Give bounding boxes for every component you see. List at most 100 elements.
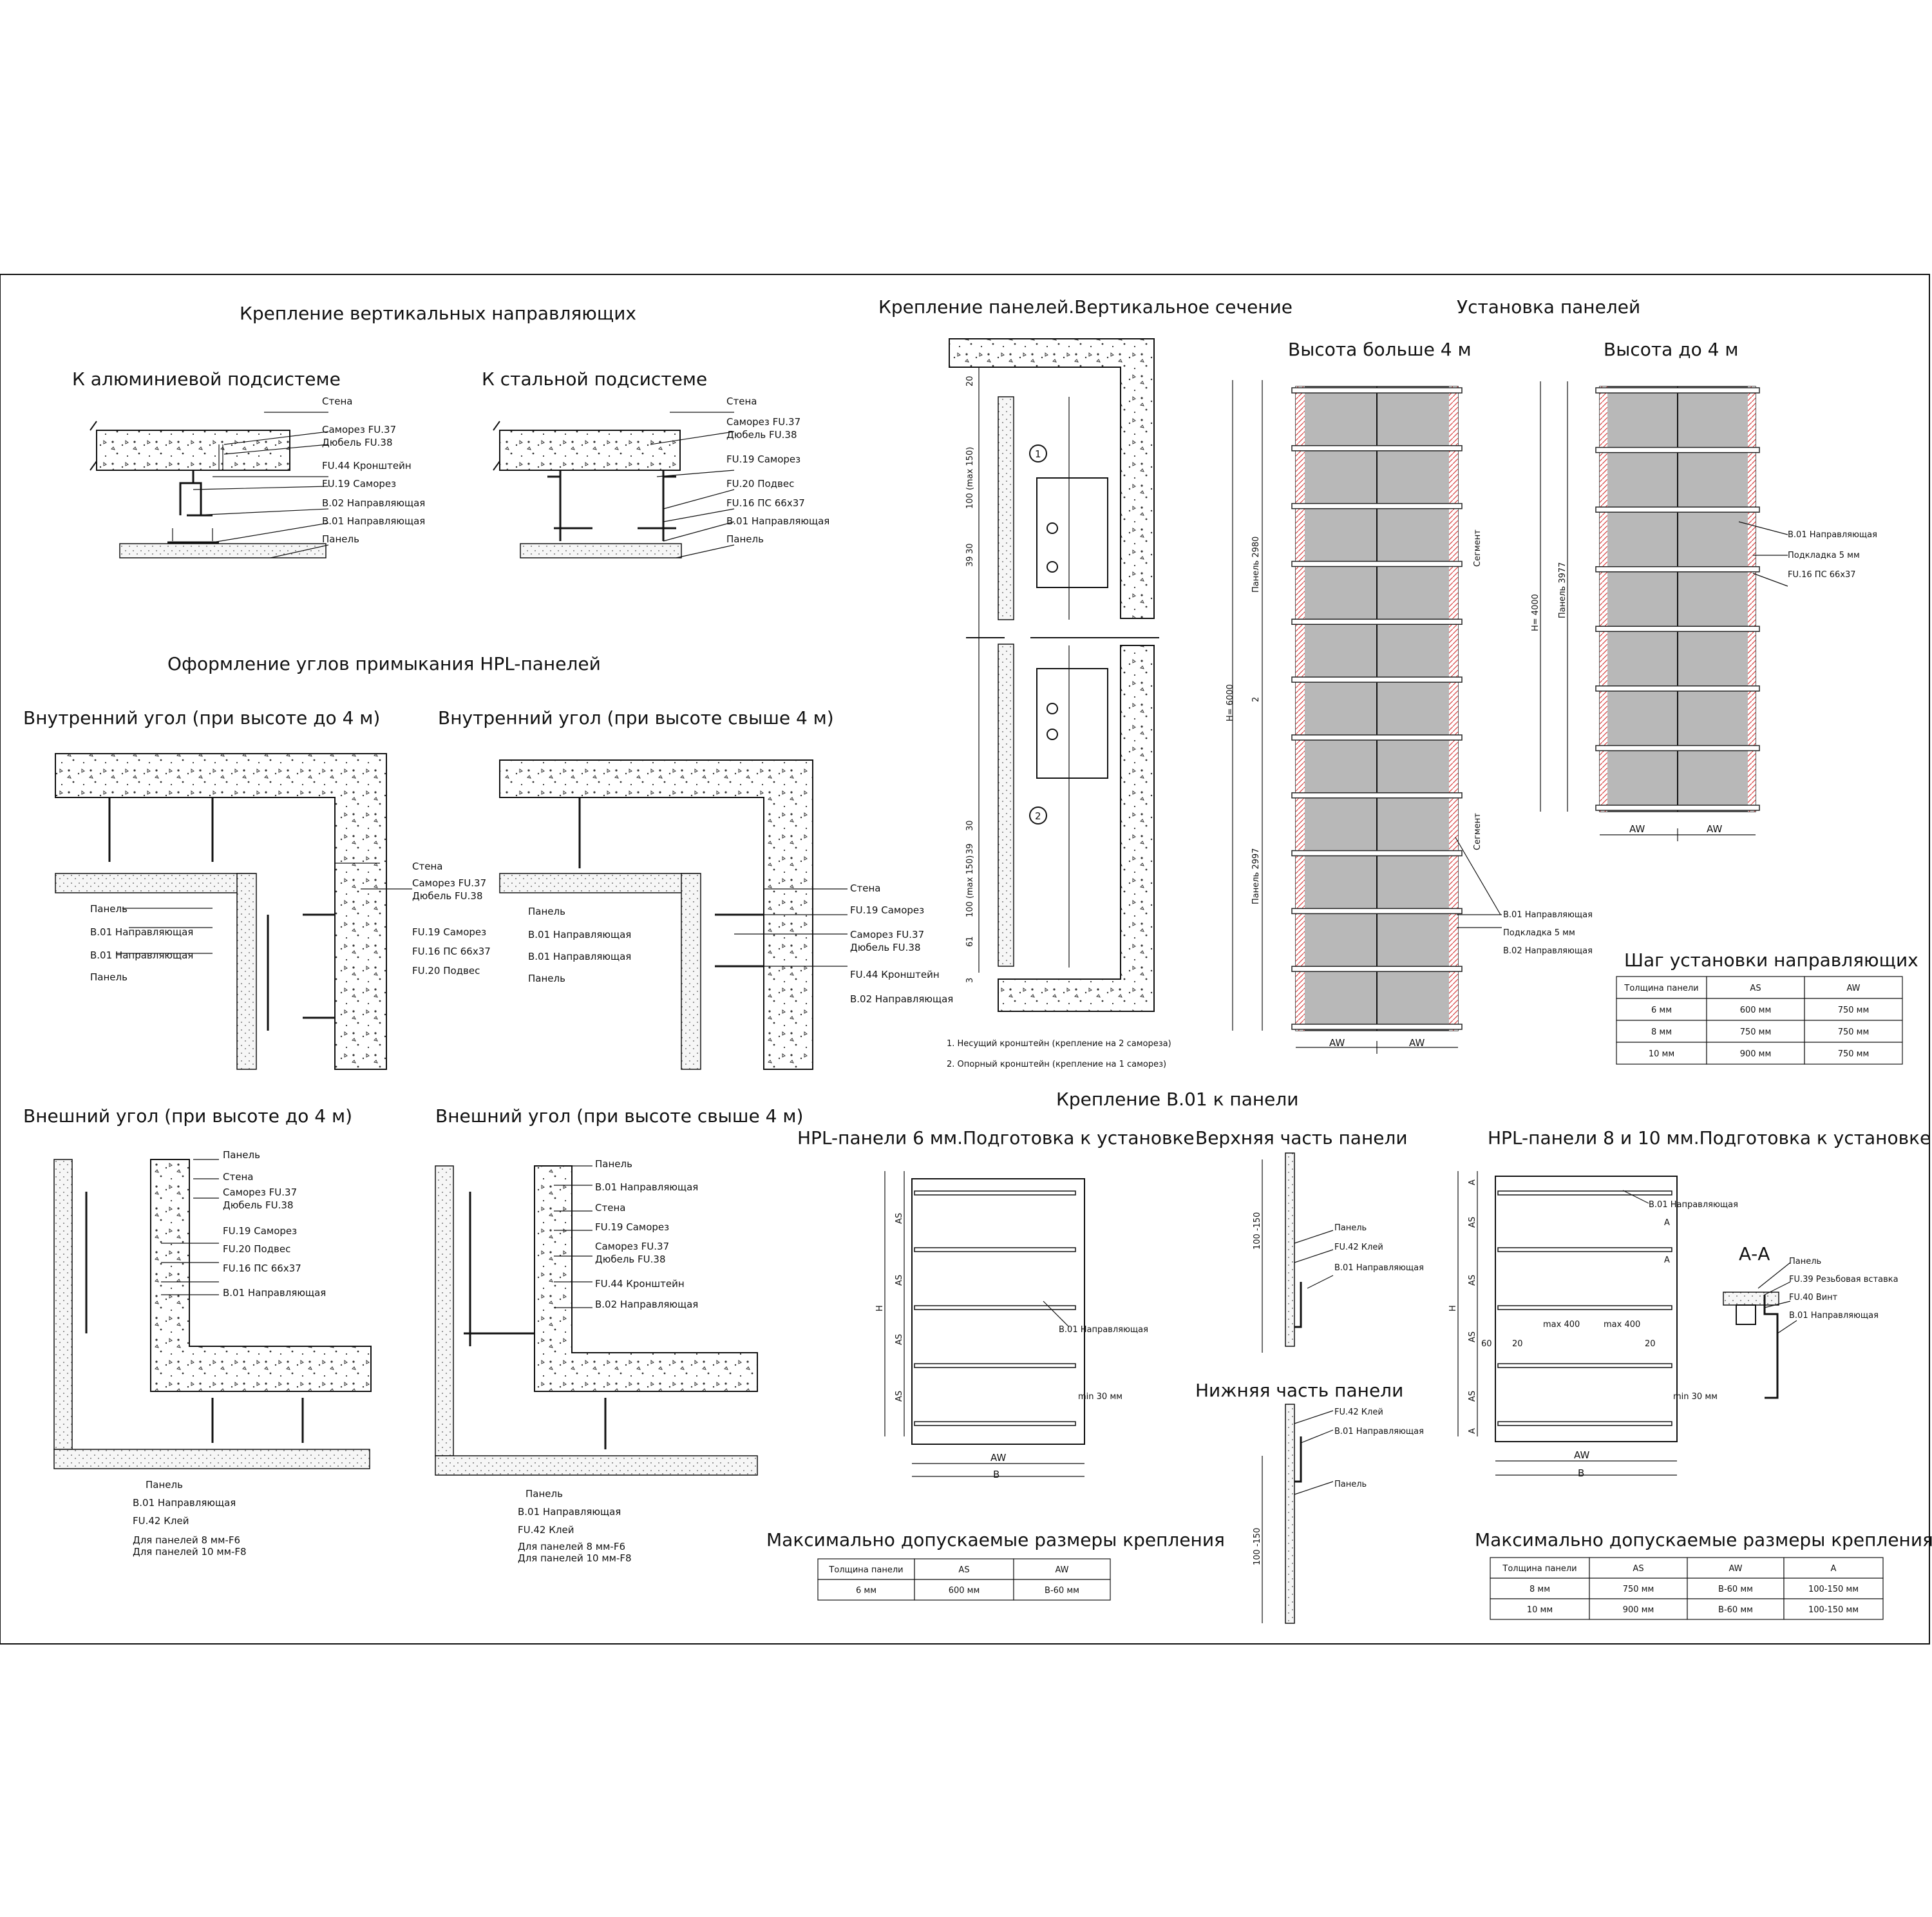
svg-text:Стена: Стена xyxy=(595,1202,625,1214)
detail-inner-corner-low: Стена Саморез FU.37 Дюбель FU.38 FU.19 С… xyxy=(55,753,491,1070)
svg-text:В.02 Направляющая: В.02 Направляющая xyxy=(850,993,953,1005)
title-max2: Максимально допускаемые размеры креплени… xyxy=(1475,1529,1932,1550)
svg-text:Панель: Панель xyxy=(1789,1257,1821,1266)
svg-text:100 -150: 100 -150 xyxy=(1253,1212,1262,1250)
guide-rail xyxy=(1595,685,1760,692)
svg-text:В.01 Направляющая: В.01 Направляющая xyxy=(1788,530,1877,540)
svg-text:Дюбель FU.38: Дюбель FU.38 xyxy=(850,942,920,953)
svg-text:2. Опорный кронштейн (крепле: 2. Опорный кронштейн (крепление на 1 сам… xyxy=(947,1060,1166,1069)
svg-text:B: B xyxy=(1578,1467,1584,1479)
svg-text:Панель: Панель xyxy=(223,1149,260,1161)
svg-text:FU.42 Клей: FU.42 Клей xyxy=(1334,1243,1383,1252)
svg-text:Саморез FU.37: Саморез FU.37 xyxy=(595,1241,669,1252)
svg-text:3: 3 xyxy=(965,978,975,983)
svg-text:Дюбель FU.38: Дюбель FU.38 xyxy=(322,437,392,448)
table-cell-text: 600 мм xyxy=(949,1586,980,1596)
svg-text:Подкладка 5 мм: Подкладка 5 мм xyxy=(1788,551,1860,560)
table-cell-text: 750 мм xyxy=(1838,1006,1870,1015)
svg-text:AW: AW xyxy=(1409,1037,1425,1049)
svg-text:FU.16 ПС 66х37: FU.16 ПС 66х37 xyxy=(1788,570,1856,580)
svg-text:В.01 Направляющая: В.01 Направляющая xyxy=(726,515,829,527)
svg-text:Панель: Панель xyxy=(146,1479,183,1491)
svg-text:max 400: max 400 xyxy=(1543,1320,1580,1330)
svg-text:Для панелей 10 мм-F8: Для панелей 10 мм-F8 xyxy=(133,1546,247,1558)
svg-text:Панель 3977: Панель 3977 xyxy=(1558,562,1567,618)
svg-text:AW: AW xyxy=(990,1452,1006,1464)
svg-text:В.01 Направляющая: В.01 Направляющая xyxy=(1059,1325,1148,1335)
svg-text:20: 20 xyxy=(1645,1339,1656,1349)
table-cell-text: A xyxy=(1831,1564,1837,1574)
table-cell xyxy=(1804,1020,1903,1043)
svg-text:FU.40 Винт: FU.40 Винт xyxy=(1789,1293,1838,1302)
svg-text:В.01 Направляющая: В.01 Направляющая xyxy=(1649,1200,1738,1210)
title-aa: А-А xyxy=(1739,1243,1770,1264)
b01-rail xyxy=(1497,1421,1672,1426)
title-over4: Высота больше 4 м xyxy=(1288,339,1472,360)
svg-text:Стена: Стена xyxy=(726,396,757,407)
guide-rail xyxy=(1291,676,1463,683)
svg-text:В.02 Направляющая: В.02 Направляющая xyxy=(595,1299,698,1310)
guide-rail xyxy=(1595,745,1760,752)
svg-text:FU.20 Подвес: FU.20 Подвес xyxy=(223,1243,290,1255)
title-hpl6: HPL-панели 6 мм.Подготовка к установке xyxy=(797,1127,1195,1149)
svg-text:Панель 2980: Панель 2980 xyxy=(1251,537,1261,593)
svg-text:FU.19 Саморез: FU.19 Саморез xyxy=(595,1221,669,1233)
svg-text:100 (max 150): 100 (max 150) xyxy=(965,855,975,917)
guide-rail xyxy=(1595,625,1760,633)
svg-text:1. Несущий кронштейн (крепле: 1. Несущий кронштейн (крепление на 2 сам… xyxy=(947,1039,1171,1049)
guide-rail xyxy=(1595,506,1760,513)
svg-text:FU.19 Саморез: FU.19 Саморез xyxy=(223,1225,297,1237)
guide-rail xyxy=(1291,560,1463,567)
svg-text:В.01 Направляющая: В.01 Направляющая xyxy=(90,949,193,961)
title-alu: К алюминиевой подсистеме xyxy=(72,368,341,390)
svg-text:В.01 Направляющая: В.01 Направляющая xyxy=(1503,910,1593,920)
b01-rail xyxy=(1497,1363,1672,1368)
guide-rail xyxy=(1291,908,1463,915)
svg-text:min 30 мм: min 30 мм xyxy=(1673,1392,1718,1402)
guide-rail xyxy=(1291,966,1463,972)
detail-outer-corner-high: Панель В.01 Направляющая Стена FU.19 Сам… xyxy=(435,1158,758,1564)
svg-text:100 -150: 100 -150 xyxy=(1253,1528,1262,1565)
svg-text:FU.39 Резьбовая вставка: FU.39 Резьбовая вставка xyxy=(1789,1275,1899,1284)
svg-text:39: 39 xyxy=(965,556,975,567)
svg-text:Подкладка 5 мм: Подкладка 5 мм xyxy=(1503,928,1575,938)
table-cell-text: 8 мм xyxy=(1530,1585,1550,1594)
svg-text:Дюбель FU.38: Дюбель FU.38 xyxy=(412,890,482,902)
table-cell-text: 750 мм xyxy=(1623,1585,1654,1594)
svg-text:В.01 Направляющая: В.01 Направляющая xyxy=(133,1497,236,1509)
b01-rail xyxy=(914,1247,1076,1252)
table-cell-text: 10 мм xyxy=(1649,1049,1674,1059)
table-cell xyxy=(1616,1020,1707,1043)
svg-text:Для панелей 8 мм-F6: Для панелей 8 мм-F6 xyxy=(133,1534,240,1546)
svg-text:A: A xyxy=(1468,1428,1477,1434)
b01-rail xyxy=(914,1421,1076,1426)
svg-text:A: A xyxy=(1664,1218,1670,1228)
svg-text:AW: AW xyxy=(1574,1449,1589,1461)
table-cell-text: 750 мм xyxy=(1838,1049,1870,1059)
svg-text:Стена: Стена xyxy=(322,396,352,407)
svg-text:AS: AS xyxy=(895,1391,904,1402)
svg-text:Стена: Стена xyxy=(223,1171,253,1183)
table-cell-text: 6 мм xyxy=(1651,1006,1672,1015)
svg-text:Саморез FU.37: Саморез FU.37 xyxy=(322,424,396,435)
svg-text:FU.42 Клей: FU.42 Клей xyxy=(1334,1407,1383,1417)
svg-text:min 30 мм: min 30 мм xyxy=(1078,1392,1122,1402)
table-cell xyxy=(1783,1598,1884,1620)
sheet-frame xyxy=(0,274,1930,1645)
table-cell xyxy=(1706,998,1805,1021)
svg-text:FU.16 ПС 66х37: FU.16 ПС 66х37 xyxy=(412,946,491,957)
svg-text:Панель: Панель xyxy=(90,903,128,915)
svg-text:Саморез FU.37: Саморез FU.37 xyxy=(412,877,486,889)
svg-text:AS: AS xyxy=(1468,1217,1477,1228)
title-top-part: Верхняя часть панели xyxy=(1195,1127,1408,1149)
table-cell-text: B-60 мм xyxy=(1718,1585,1753,1594)
svg-text:Панель 2997: Панель 2997 xyxy=(1251,848,1261,904)
svg-text:Стена: Стена xyxy=(412,861,442,872)
svg-text:FU.44 Кронштейн: FU.44 Кронштейн xyxy=(595,1278,685,1290)
panel-install-over4: H= 6000 Панель 2980 Панель 2997 2 Сегмен… xyxy=(1226,380,1593,1054)
title-steel: К стальной подсистеме xyxy=(482,368,707,390)
guide-rail xyxy=(1291,502,1463,510)
table-cell xyxy=(1687,1578,1785,1599)
